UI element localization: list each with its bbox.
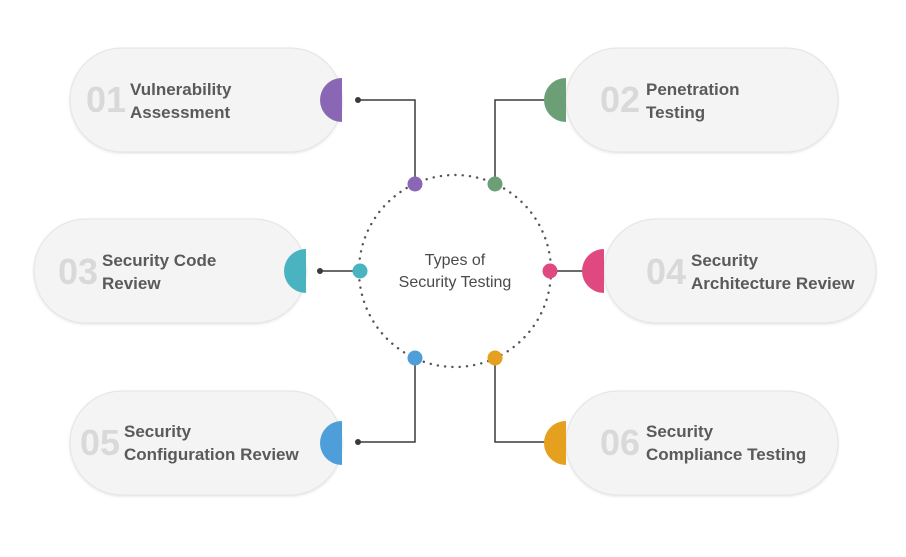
item-03-number: 03 — [58, 251, 98, 292]
item-02-tab — [544, 78, 566, 122]
item-06-label-line2: Compliance Testing — [646, 445, 806, 464]
item-01-card: 01 Vulnerability Assessment — [69, 47, 343, 153]
item-06-label-line1: Security — [646, 422, 714, 441]
item-02-card: 02 Penetration Testing — [544, 47, 839, 153]
center-title-line1: Types of — [425, 252, 486, 269]
item-04-label-line2: Architecture Review — [691, 274, 855, 293]
item-04-number: 04 — [646, 251, 686, 292]
item-06-tab — [544, 421, 566, 465]
item-06-card: 06 Security Compliance Testing — [544, 390, 839, 496]
item-03-label-line2: Review — [102, 274, 161, 293]
item-04-label-line1: Security — [691, 251, 759, 270]
center-title-line2: Security Testing — [399, 274, 512, 291]
ring-dot-01 — [407, 176, 423, 192]
ring-dot-04 — [542, 263, 558, 279]
item-03-tab — [284, 249, 306, 293]
ring-dot-02 — [487, 176, 503, 192]
item-05-number: 05 — [80, 422, 120, 463]
item-05-card: 05 Security Configuration Review — [69, 390, 343, 496]
item-05-label-line2: Configuration Review — [124, 445, 300, 464]
item-04-card: 04 Security Architecture Review — [582, 218, 877, 324]
center-ring — [357, 173, 553, 369]
item-02-number: 02 — [600, 79, 640, 120]
item-05-label-line1: Security — [124, 422, 192, 441]
item-01-tab — [320, 78, 342, 122]
item-04-tab — [582, 249, 604, 293]
ring-dot-05 — [407, 350, 423, 366]
item-01-label-line1: Vulnerability — [130, 80, 232, 99]
ring-dot-03 — [352, 263, 368, 279]
item-05-tab — [320, 421, 342, 465]
item-03-label-line1: Security Code — [102, 251, 216, 270]
item-02-label-line2: Testing — [646, 103, 705, 122]
ring-dot-06 — [487, 350, 503, 366]
item-02-label-line1: Penetration — [646, 80, 740, 99]
item-01-label-line2: Assessment — [130, 103, 231, 122]
item-03-card: 03 Security Code Review — [33, 218, 307, 324]
item-06-number: 06 — [600, 422, 640, 463]
item-01-number: 01 — [86, 79, 126, 120]
